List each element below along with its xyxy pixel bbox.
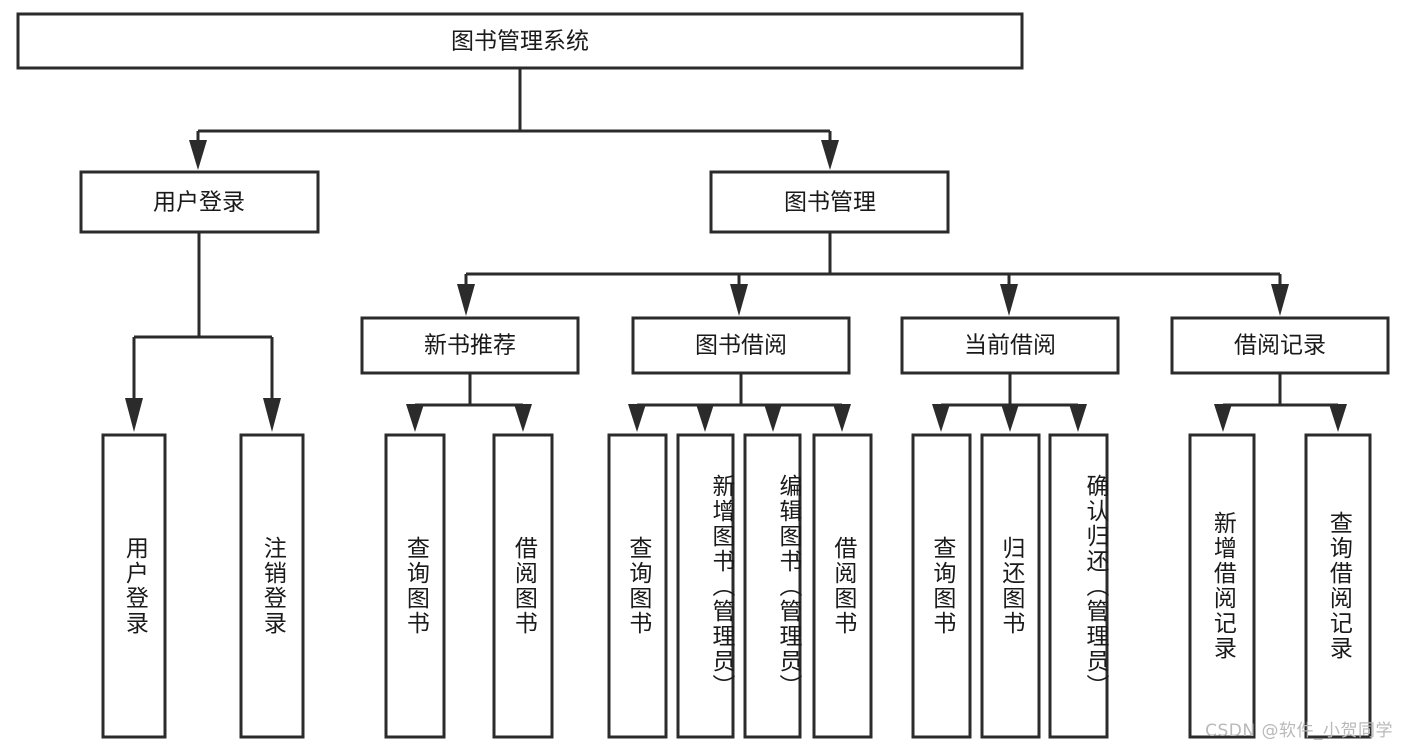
arrow-head-leaf-borrow-book-1 [514, 404, 532, 432]
node-leaf-add-book-box[interactable] [676, 433, 735, 739]
node-leaf-edit-book-box[interactable] [743, 433, 802, 739]
node-current-borrow-label: 当前借阅 [964, 333, 1056, 359]
node-book-management-box[interactable] [709, 170, 950, 234]
arrow-head-leaf-add-record [1214, 404, 1232, 432]
arrow-head-leaf-confirm-return [1069, 404, 1087, 432]
node-leaf-query-record-box[interactable] [1304, 433, 1372, 739]
node-root-box[interactable] [16, 12, 1024, 70]
arrow-head-leaf-return-book [1001, 404, 1019, 432]
node-leaf-add-record-box[interactable] [1188, 433, 1256, 739]
arrow-head-leaf-query-record [1329, 404, 1347, 432]
node-current-borrow-box[interactable] [900, 316, 1120, 375]
arrow-head-leaf-query-book-1 [406, 404, 424, 432]
arrow-head-leaf-add-book [696, 404, 714, 432]
node-book-management-label: 图书管理 [784, 190, 876, 216]
arrow-head-new-book-recommend [457, 284, 475, 316]
node-leaf-borrow-book-1-box[interactable] [492, 433, 554, 739]
arrow-head-borrow-record [1271, 284, 1289, 316]
arrow-head-leaf-query-book-2 [628, 404, 646, 432]
node-leaf-query-book-2-box[interactable] [607, 433, 668, 739]
node-borrow-record-box[interactable] [1170, 316, 1390, 375]
arrow-head-current-borrow [1000, 284, 1018, 316]
arrow-head-leaf-user-login [125, 398, 143, 432]
node-borrow-record-label: 借阅记录 [1234, 333, 1326, 359]
node-root-label: 图书管理系统 [451, 29, 589, 55]
node-user-login-label: 用户登录 [153, 190, 245, 216]
arrow-head-leaf-borrow-book-2 [833, 404, 851, 432]
arrow-head-book-borrow [730, 284, 748, 316]
node-book-borrow-label: 图书借阅 [695, 333, 787, 359]
csdn-watermark: CSDN @软件_小贺同学 [1205, 721, 1393, 741]
node-leaf-query-book-3-box[interactable] [911, 433, 972, 739]
node-leaf-query-book-1-box[interactable] [384, 433, 446, 739]
node-leaf-borrow-book-2-box[interactable] [812, 433, 873, 739]
node-leaf-user-logout-box[interactable] [239, 433, 305, 739]
node-leaf-user-login-box[interactable] [101, 433, 167, 739]
arrow-head-root-to-bookmgmt [821, 140, 839, 170]
node-leaf-return-book-box[interactable] [980, 433, 1041, 739]
arrow-head-leaf-edit-book [764, 404, 782, 432]
node-new-book-recommend-box[interactable] [360, 316, 580, 375]
arrow-head-leaf-query-book-3 [932, 404, 950, 432]
node-new-book-recommend-label: 新书推荐 [424, 333, 516, 359]
node-book-borrow-box[interactable] [631, 316, 851, 375]
node-leaf-confirm-return-box[interactable] [1048, 433, 1109, 739]
arrow-head-root-to-userlogin [189, 140, 207, 170]
arrow-head-leaf-user-logout [263, 398, 281, 432]
